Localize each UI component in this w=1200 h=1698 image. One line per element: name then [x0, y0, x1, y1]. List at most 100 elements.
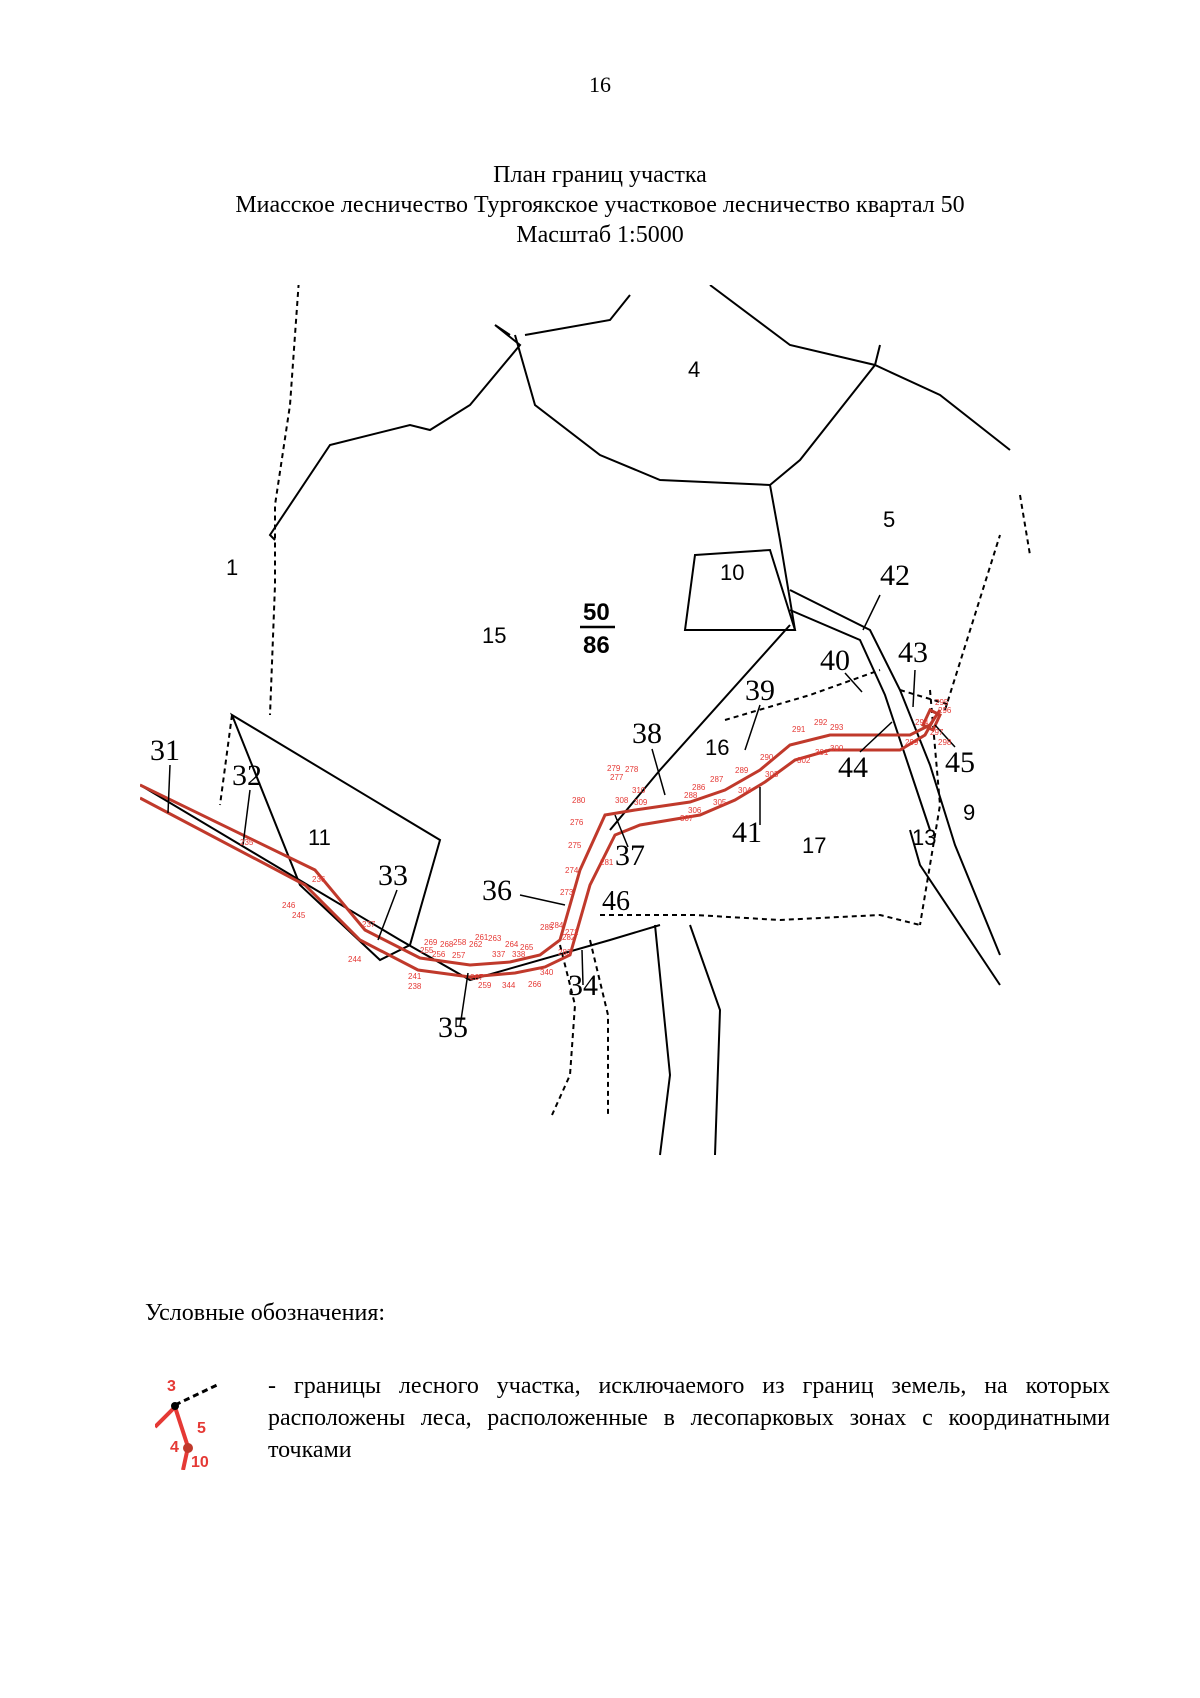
- page-number: 16: [589, 72, 611, 97]
- legend-point-label: 3: [167, 1378, 176, 1395]
- point-label: 283: [558, 948, 572, 957]
- point-label: 263: [488, 934, 502, 943]
- plan-location: Миасское лесничество Тургоякское участко…: [235, 192, 965, 218]
- legend-point-label: 10: [191, 1454, 209, 1470]
- point-label: 275: [568, 841, 582, 850]
- point-label: 290: [760, 753, 774, 762]
- point-label: 281: [600, 858, 614, 867]
- point-label: 280: [572, 796, 586, 805]
- point-label: 236: [312, 875, 326, 884]
- dashed-boundary-line: [551, 944, 577, 1116]
- point-label: 289: [735, 766, 749, 775]
- point-label: 291: [792, 725, 806, 734]
- point-label: 264: [505, 940, 519, 949]
- plot-label-11: 11: [308, 825, 331, 850]
- callout-label-39: 39: [745, 674, 775, 707]
- point-label: 308: [615, 796, 629, 805]
- point-label: 296: [938, 706, 952, 715]
- point-label: 238: [408, 982, 422, 991]
- callout-label-34: 34: [568, 969, 598, 1002]
- callout-label-44: 44: [838, 751, 868, 784]
- point-label: 292: [814, 718, 828, 727]
- legend-point-marker: [171, 1402, 179, 1410]
- point-label: 287: [710, 775, 724, 784]
- boundary-line: [789, 589, 1001, 956]
- point-label: 235: [240, 838, 254, 847]
- boundary-line: [689, 924, 722, 1156]
- point-label: 306: [688, 806, 702, 815]
- point-label: 277: [610, 773, 624, 782]
- legend-heading: Условные обозначения:: [145, 1300, 386, 1326]
- point-label: 258: [453, 938, 467, 947]
- point-label: 299: [905, 738, 919, 747]
- point-label: 265: [520, 943, 534, 952]
- point-label: 237: [362, 920, 376, 929]
- point-label: 274: [565, 866, 579, 875]
- plot-label-46: 46: [602, 886, 630, 917]
- plot-label-9: 9: [963, 800, 975, 825]
- quarter-area: 86: [583, 632, 610, 659]
- plot-label-4: 4: [688, 357, 700, 382]
- point-label: 267: [470, 973, 484, 982]
- callout-line-35: [459, 972, 469, 1028]
- point-label: 278: [625, 765, 639, 774]
- excluded-parcel-inner: [140, 716, 937, 979]
- dashed-boundary-line: [589, 939, 609, 1115]
- point-label: 255: [420, 946, 434, 955]
- callout-label-42: 42: [880, 559, 910, 592]
- callout-line-37: [614, 814, 629, 848]
- point-label: 302: [797, 756, 811, 765]
- point-label: 279: [607, 764, 621, 773]
- point-label: 294: [915, 718, 929, 727]
- boundary-line: [268, 324, 522, 541]
- plot-label-15: 15: [482, 623, 506, 648]
- legend-red-line: [155, 1403, 191, 1470]
- point-label: 337: [492, 950, 506, 959]
- point-label: 288: [684, 791, 698, 800]
- callout-label-37: 37: [615, 839, 645, 872]
- callout-label-36: 36: [482, 874, 512, 907]
- legend-boundary-symbol: 3 4 5 10: [155, 1378, 218, 1470]
- point-label: 310: [632, 786, 646, 795]
- callout-labels: 31 32 33 34 35 36 37 38 39 40 41 42 43 4…: [150, 559, 975, 1044]
- boundary-line: [654, 924, 672, 1156]
- dashed-boundary-line: [944, 534, 1001, 711]
- callout-line-44: [859, 721, 893, 753]
- point-label: 309: [634, 798, 648, 807]
- point-label: 297: [930, 728, 944, 737]
- point-label: 300: [830, 744, 844, 753]
- plot-boundaries: [140, 285, 1011, 1156]
- point-label: 262: [469, 940, 483, 949]
- boundary-line: [524, 294, 631, 336]
- callout-line-34: [581, 949, 584, 986]
- dashed-boundary-line: [219, 714, 233, 806]
- point-label: 266: [528, 980, 542, 989]
- excluded-parcel-outer: [140, 709, 942, 967]
- point-label: 276: [570, 818, 584, 827]
- boundary-line: [909, 829, 1001, 986]
- plot-label-1: 1: [226, 555, 238, 580]
- callout-line-32: [242, 789, 251, 846]
- plot-label-10: 10: [720, 560, 744, 585]
- legend-point-marker: [183, 1443, 193, 1453]
- point-label: 298: [938, 738, 952, 747]
- dashed-boundaries: [219, 285, 1031, 1116]
- boundary-line: [514, 334, 881, 487]
- point-label: 269: [424, 938, 438, 947]
- plan-scale: Масштаб 1:5000: [516, 222, 684, 248]
- excluded-parcel: [140, 707, 942, 979]
- quarter-label: 50 86: [580, 599, 615, 659]
- callout-line-40: [844, 672, 863, 693]
- point-label: 261: [475, 933, 489, 942]
- point-label: 293: [830, 723, 844, 732]
- point-label: 284: [550, 921, 564, 930]
- point-label: 344: [502, 981, 516, 990]
- quarter-number: 50: [583, 599, 610, 626]
- callout-label-41: 41: [732, 816, 762, 849]
- point-label: 338: [512, 950, 526, 959]
- point-labels: 235 236 244 245 246 237 238 241 255 256 …: [240, 698, 952, 991]
- legend-dashed-line: [174, 1383, 218, 1407]
- callout-line-45: [934, 724, 956, 748]
- callout-line-39: [744, 704, 761, 751]
- plot-label-13: 13: [912, 825, 936, 850]
